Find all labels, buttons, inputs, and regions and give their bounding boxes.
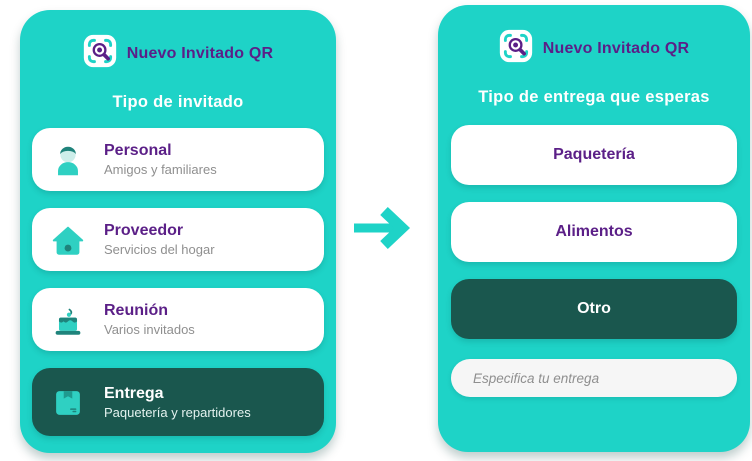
option-paqueteria[interactable]: Paquetería: [451, 125, 737, 185]
option-desc: Paquetería y repartidores: [104, 404, 251, 420]
option-title: Reunión: [104, 302, 168, 319]
house-icon: [48, 221, 88, 259]
option-personal[interactable]: Personal Amigos y familiares: [32, 128, 324, 191]
cake-icon: [48, 301, 88, 339]
option-desc: Varios invitados: [104, 322, 195, 337]
package-icon: [48, 383, 88, 421]
person-icon: [48, 141, 88, 179]
app-title: Nuevo Invitado QR: [126, 44, 274, 62]
option-otro[interactable]: Otro: [451, 279, 737, 339]
option-desc: Servicios del hogar: [104, 242, 215, 257]
screen-subtitle: Tipo de entrega que esperas: [478, 88, 710, 106]
option-title: Personal: [104, 142, 172, 159]
option-reunion[interactable]: Reunión Varios invitados: [32, 288, 324, 351]
qr-scan-search-icon: [83, 34, 117, 73]
option-title: Entrega: [104, 384, 164, 402]
app-header: Nuevo Invitado QR: [438, 5, 750, 68]
right-arrow-icon: [347, 202, 421, 259]
option-entrega[interactable]: Entrega Paquetería y repartidores: [32, 368, 324, 436]
option-desc: Amigos y familiares: [104, 162, 217, 177]
option-alimentos[interactable]: Alimentos: [451, 202, 737, 262]
screen-tipo-invitado: Nuevo Invitado QR Tipo de invitado Perso…: [20, 10, 336, 453]
app-header: Nuevo Invitado QR: [20, 10, 336, 73]
option-title: Proveedor: [104, 222, 184, 239]
screen-tipo-entrega: Nuevo Invitado QR Tipo de entrega que es…: [438, 5, 750, 452]
app-title: Nuevo Invitado QR: [542, 39, 690, 57]
guest-type-options: Personal Amigos y familiares Proveedor S…: [20, 112, 336, 436]
option-proveedor[interactable]: Proveedor Servicios del hogar: [32, 208, 324, 271]
delivery-type-options: Paquetería Alimentos Otro: [438, 107, 750, 339]
qr-scan-search-icon: [499, 29, 533, 68]
screen-subtitle: Tipo de invitado: [112, 93, 244, 111]
delivery-spec-input[interactable]: [451, 359, 737, 397]
